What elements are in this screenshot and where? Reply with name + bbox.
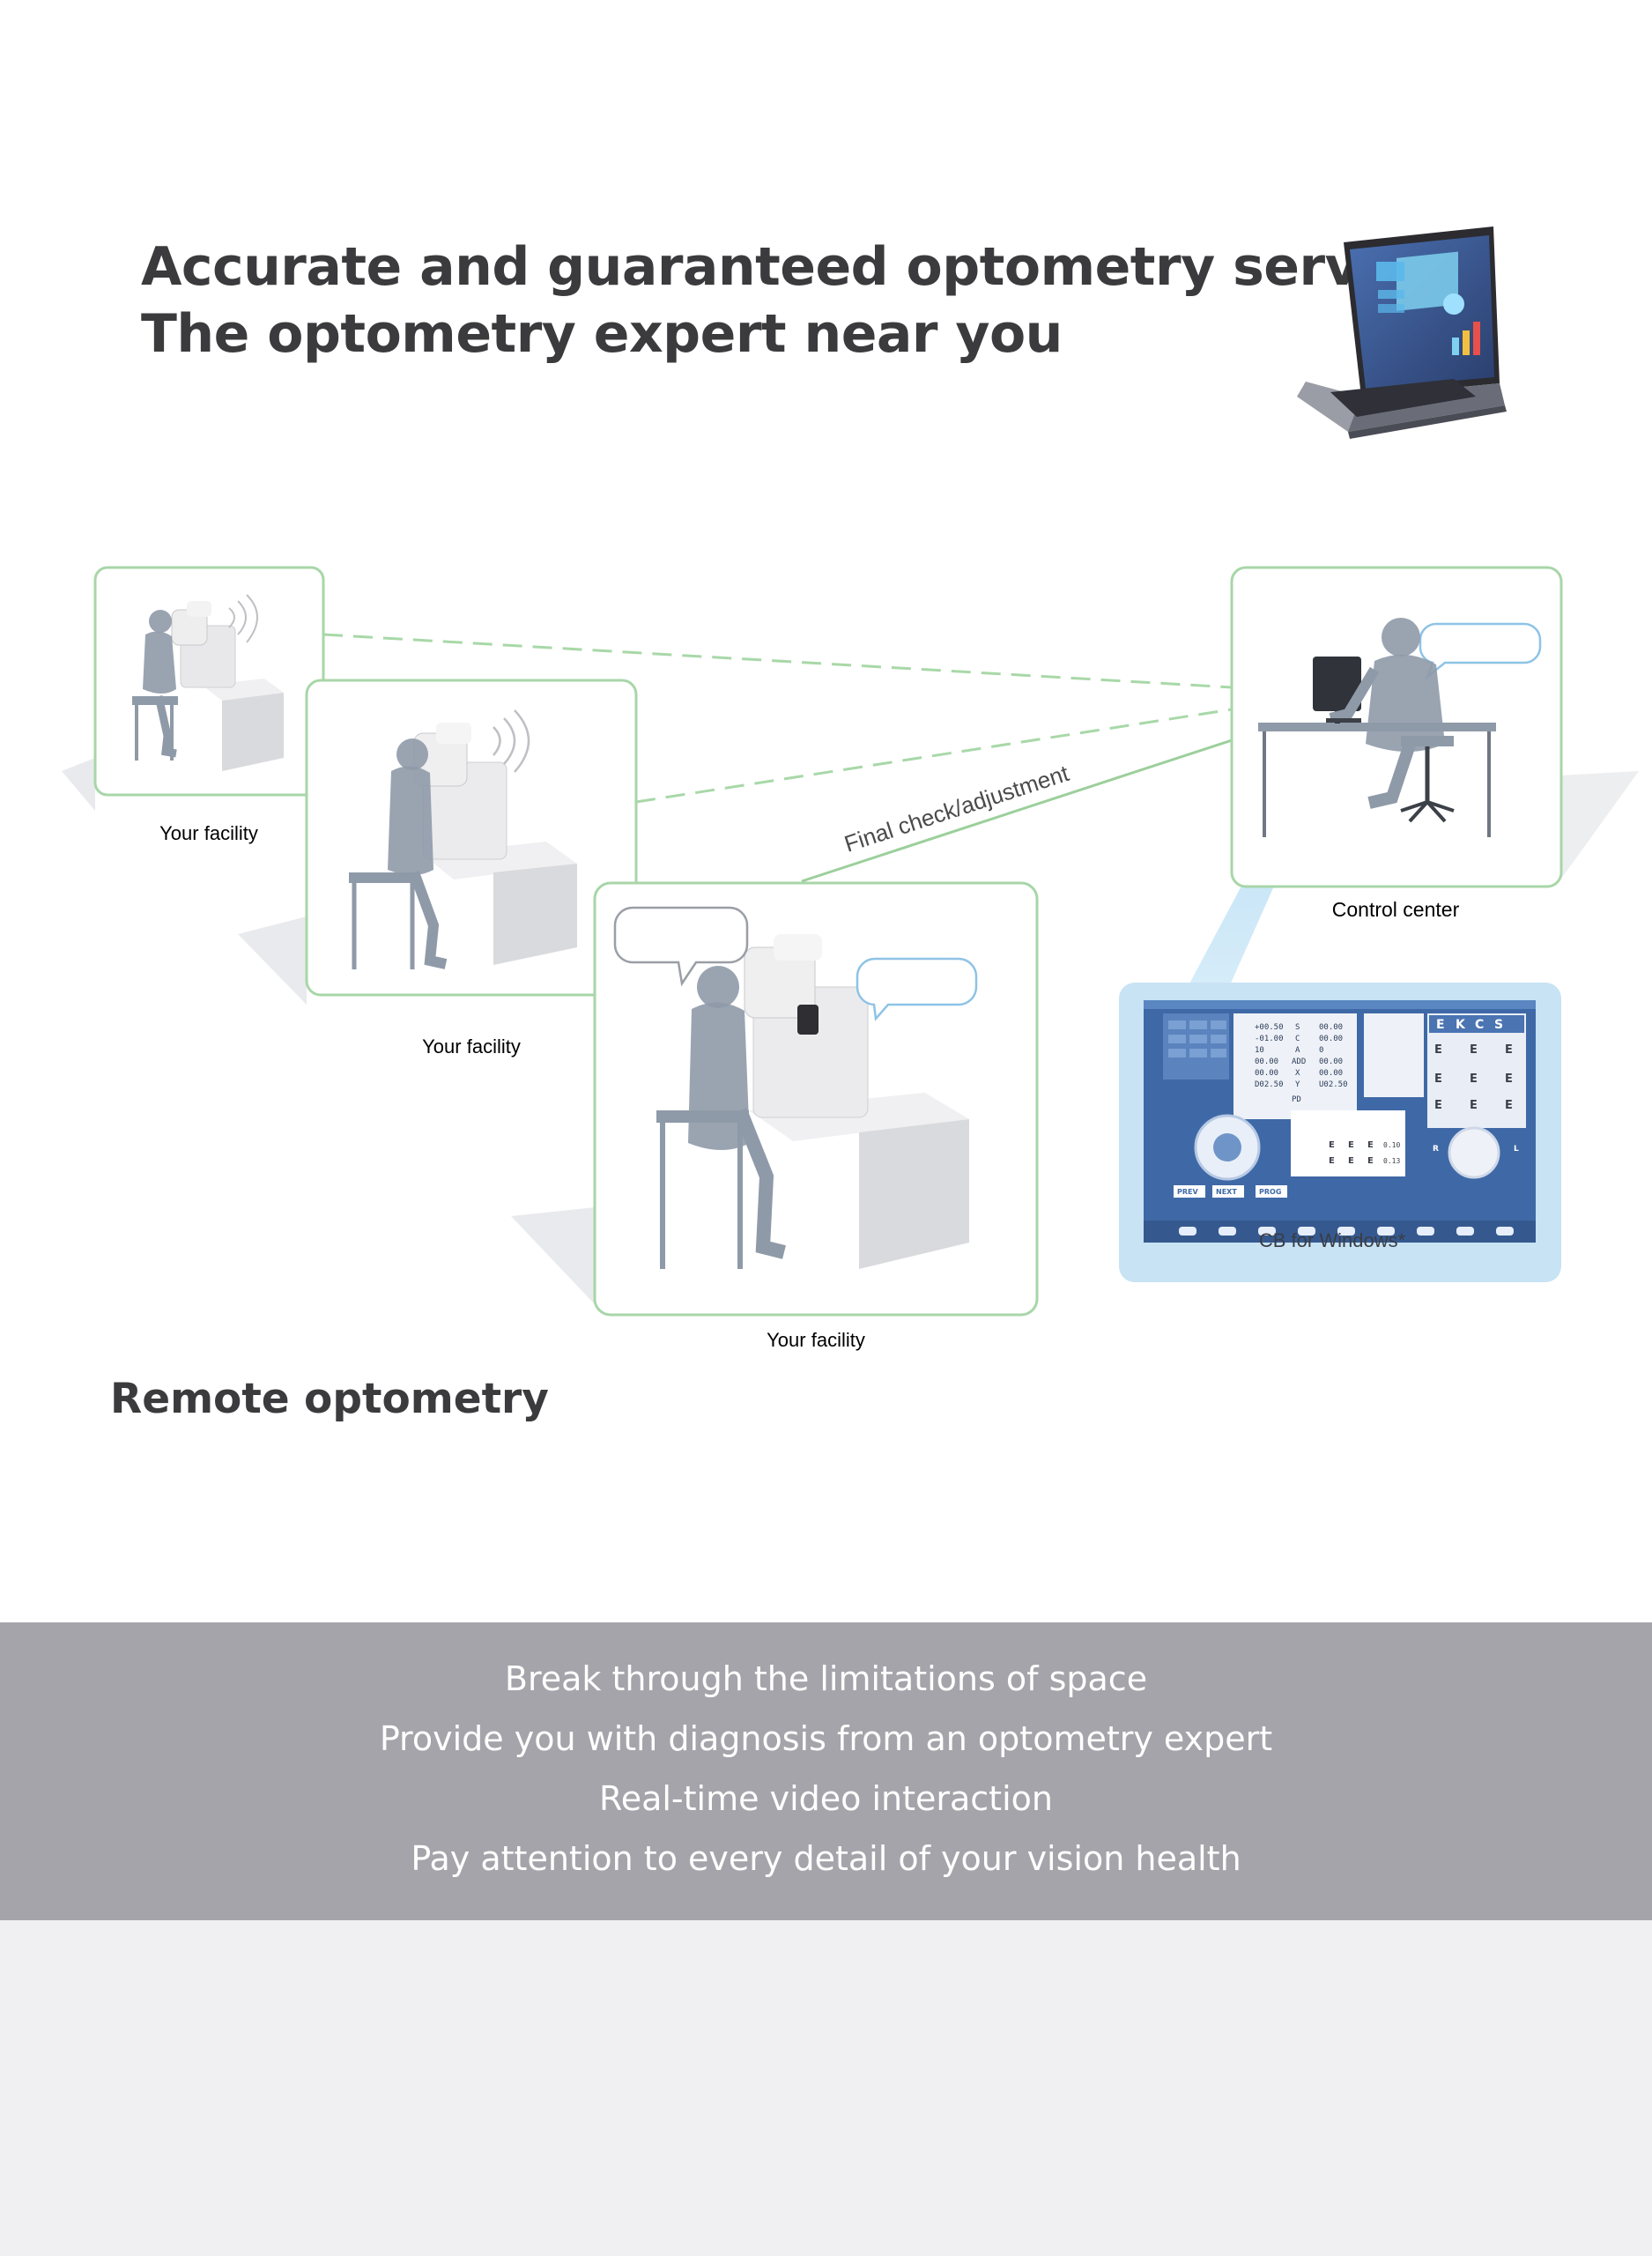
- facility-label-3: Your facility: [767, 1329, 865, 1351]
- floor-shadow-2: [238, 916, 307, 1005]
- row-tag-1: S: [1295, 1023, 1300, 1032]
- page-headline: Accurate and guaranteed optometry servic…: [141, 234, 1495, 367]
- row-tag-3: A: [1295, 1046, 1300, 1055]
- prev-button-label: PREV: [1177, 1188, 1198, 1196]
- right-reading-1: 00.00: [1319, 1023, 1343, 1032]
- row-tag-5: X: [1295, 1069, 1300, 1078]
- svg-text:E: E: [1470, 1099, 1478, 1112]
- dial-right-icon: [1448, 1126, 1500, 1179]
- control-center-scene: [1230, 566, 1563, 888]
- left-reading-2: -01.00: [1255, 1035, 1284, 1043]
- svg-text:E: E: [1470, 1072, 1478, 1086]
- right-reading-2: 00.00: [1319, 1035, 1343, 1043]
- left-reading-3: 10: [1255, 1046, 1264, 1055]
- chart-letter-2: K: [1456, 1018, 1466, 1032]
- connection-label: Final check/adjustment: [841, 760, 1073, 857]
- row-tag-2: C: [1295, 1035, 1300, 1043]
- side-letter-l: L: [1514, 1145, 1519, 1154]
- control-center-label: Control center: [1332, 898, 1460, 921]
- row-tag-4: ADD: [1292, 1058, 1306, 1066]
- software-label: CB for Windows*: [1259, 1229, 1406, 1251]
- svg-text:E: E: [1348, 1156, 1354, 1166]
- next-button-label: NEXT: [1216, 1188, 1237, 1196]
- facility-scene-2: [305, 679, 638, 997]
- facility-label-2: Your facility: [422, 1035, 521, 1058]
- left-reading-4: 00.00: [1255, 1058, 1278, 1066]
- svg-text:E: E: [1329, 1156, 1335, 1166]
- footer-area: [0, 1920, 1652, 2256]
- svg-text:E: E: [1348, 1140, 1354, 1150]
- headline-line-2: The optometry expert near you: [141, 303, 1063, 365]
- right-reading-4: 00.00: [1319, 1058, 1343, 1066]
- svg-text:E: E: [1434, 1043, 1442, 1057]
- svg-text:E: E: [1434, 1099, 1442, 1112]
- right-reading-5: 00.00: [1319, 1069, 1343, 1078]
- left-reading-1: +00.50: [1255, 1023, 1284, 1032]
- right-reading-6: U02.50: [1319, 1080, 1348, 1089]
- svg-text:E: E: [1505, 1043, 1513, 1057]
- floor-shadow-4: [1559, 771, 1639, 881]
- headline-line-1: Accurate and guaranteed optometry servic…: [141, 236, 1495, 298]
- side-letter-r: R: [1433, 1145, 1439, 1154]
- benefits-banner: Break through the limitations of space P…: [0, 1622, 1652, 1920]
- svg-text:E: E: [1505, 1072, 1513, 1086]
- svg-text:E: E: [1367, 1140, 1374, 1150]
- svg-text:E: E: [1470, 1043, 1478, 1057]
- connection-line-1: [322, 633, 1233, 689]
- laptop-icon: [1297, 226, 1507, 439]
- floor-shadow-3: [511, 1207, 595, 1304]
- svg-text:E: E: [1505, 1099, 1513, 1112]
- chart-letter-1: E: [1436, 1018, 1445, 1032]
- facility-label-1: Your facility: [159, 822, 258, 844]
- benefit-line-3: Real-time video interaction: [599, 1779, 1053, 1818]
- benefit-line-2: Provide you with diagnosis from an optom…: [379, 1719, 1273, 1758]
- right-reading-3: 0: [1319, 1046, 1323, 1055]
- svg-text:E: E: [1329, 1140, 1335, 1150]
- floor-shadow-1: [62, 758, 95, 811]
- chart-letter-3: C: [1475, 1018, 1484, 1032]
- benefit-line-4: Pay attention to every detail of your vi…: [411, 1839, 1241, 1878]
- left-reading-5: 00.00: [1255, 1069, 1278, 1078]
- section-title: Remote optometry: [110, 1375, 549, 1423]
- benefit-line-1: Break through the limitations of space: [504, 1659, 1148, 1698]
- acuity-value-2: 0.13: [1383, 1157, 1400, 1165]
- svg-text:E: E: [1434, 1072, 1442, 1086]
- chart-letter-4: S: [1494, 1018, 1503, 1032]
- left-reading-6: D02.50: [1255, 1080, 1284, 1089]
- prog-button-label: PROG: [1259, 1188, 1281, 1196]
- acuity-value-1: 0.10: [1383, 1141, 1400, 1149]
- svg-text:E: E: [1367, 1156, 1374, 1166]
- remote-optometry-diagram: Final check/adjustment Your facility Yo: [62, 566, 1639, 1351]
- pd-label: PD: [1292, 1095, 1301, 1104]
- facility-scene-1: [93, 566, 325, 797]
- connection-line-3: [801, 738, 1233, 883]
- facility-scene-3: [593, 881, 1039, 1317]
- connection-line-2: [635, 708, 1233, 804]
- row-tag-6: Y: [1295, 1080, 1300, 1089]
